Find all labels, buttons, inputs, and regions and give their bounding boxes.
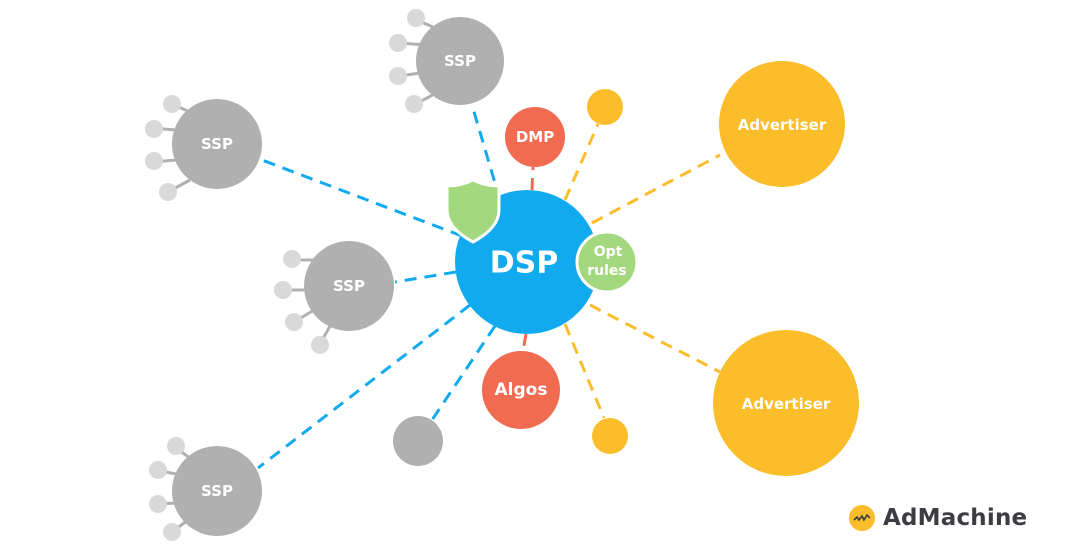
ssp-circle (172, 99, 262, 189)
advertiser-label: Advertiser (738, 116, 827, 134)
ssp-satellite (389, 34, 407, 52)
advertiser-label: Advertiser (742, 395, 831, 413)
ssp-satellite (389, 67, 407, 85)
ssp-satellite (285, 313, 303, 331)
ssp-label: SSP (201, 135, 233, 153)
line-dsp-dmp (530, 166, 535, 191)
opt-rules-node: Opt rules (575, 230, 639, 294)
ssp-node-top: SSP (389, 9, 504, 113)
ssp-satellite (311, 336, 329, 354)
opt-rules-label-line2: rules (587, 263, 627, 279)
ssp-label: SSP (201, 482, 233, 500)
ssp-label: SSP (444, 52, 476, 70)
advertiser-node-bottom: Advertiser (713, 330, 859, 476)
ssp-satellite (145, 152, 163, 170)
ssp-satellite (159, 183, 177, 201)
ssp-satellite (167, 437, 185, 455)
ssp-satellite (149, 495, 167, 513)
algos-label: Algos (495, 380, 548, 400)
ssp-satellite (145, 120, 163, 138)
logo-text: AdMachine (883, 505, 1028, 531)
shield-icon (445, 178, 501, 244)
opt-rules-label-line1: Opt (594, 244, 623, 260)
yellow-small-node-bottom (592, 418, 628, 454)
ssp-label: SSP (333, 277, 365, 295)
line-dsp-ssp-top (470, 104, 502, 201)
ssp-satellite (274, 281, 292, 299)
dmp-node: DMP (505, 107, 565, 167)
line-dsp-advertiser-bottom (589, 303, 721, 374)
line-dsp-ssp-upper-left (261, 158, 463, 238)
connections (257, 104, 721, 470)
ssp-satellite (407, 9, 425, 27)
advertiser-circle (719, 61, 845, 187)
ssp-satellite (283, 250, 301, 268)
line-dsp-yellow-top (563, 123, 600, 201)
opt-rules-circle (575, 230, 639, 294)
algos-node: Algos (482, 351, 560, 429)
ssp-node-lower-left: SSP (149, 437, 262, 541)
signal-wave-icon (849, 505, 875, 531)
shield-badge (445, 178, 501, 244)
algos-circle (482, 351, 560, 429)
ssp-circle (416, 17, 504, 105)
dmp-circle (505, 107, 565, 167)
admachine-logo: AdMachine (849, 505, 1027, 531)
ssp-circle (172, 446, 262, 536)
line-dsp-ssp-lower-left (257, 303, 471, 470)
line-dsp-advertiser-top (591, 153, 721, 225)
ssp-satellite (163, 95, 181, 113)
advertiser-node-top: Advertiser (719, 61, 845, 187)
dmp-label: DMP (516, 128, 554, 146)
ssp-node-upper-left: SSP (145, 95, 262, 201)
ssp-circle (304, 241, 394, 331)
ssp-satellite (405, 95, 423, 113)
ssp-node-middle: SSP (274, 241, 394, 354)
yellow-small-node-top (587, 89, 623, 125)
dsp-label: DSP (490, 246, 559, 281)
grey-small-node (393, 416, 443, 466)
ssp-satellite (149, 461, 167, 479)
advertiser-circle (713, 330, 859, 476)
ssp-satellite (163, 523, 181, 541)
line-dsp-ssp-middle (394, 270, 457, 284)
line-dsp-algos (521, 333, 528, 352)
line-dsp-yellow-bottom (563, 323, 606, 419)
